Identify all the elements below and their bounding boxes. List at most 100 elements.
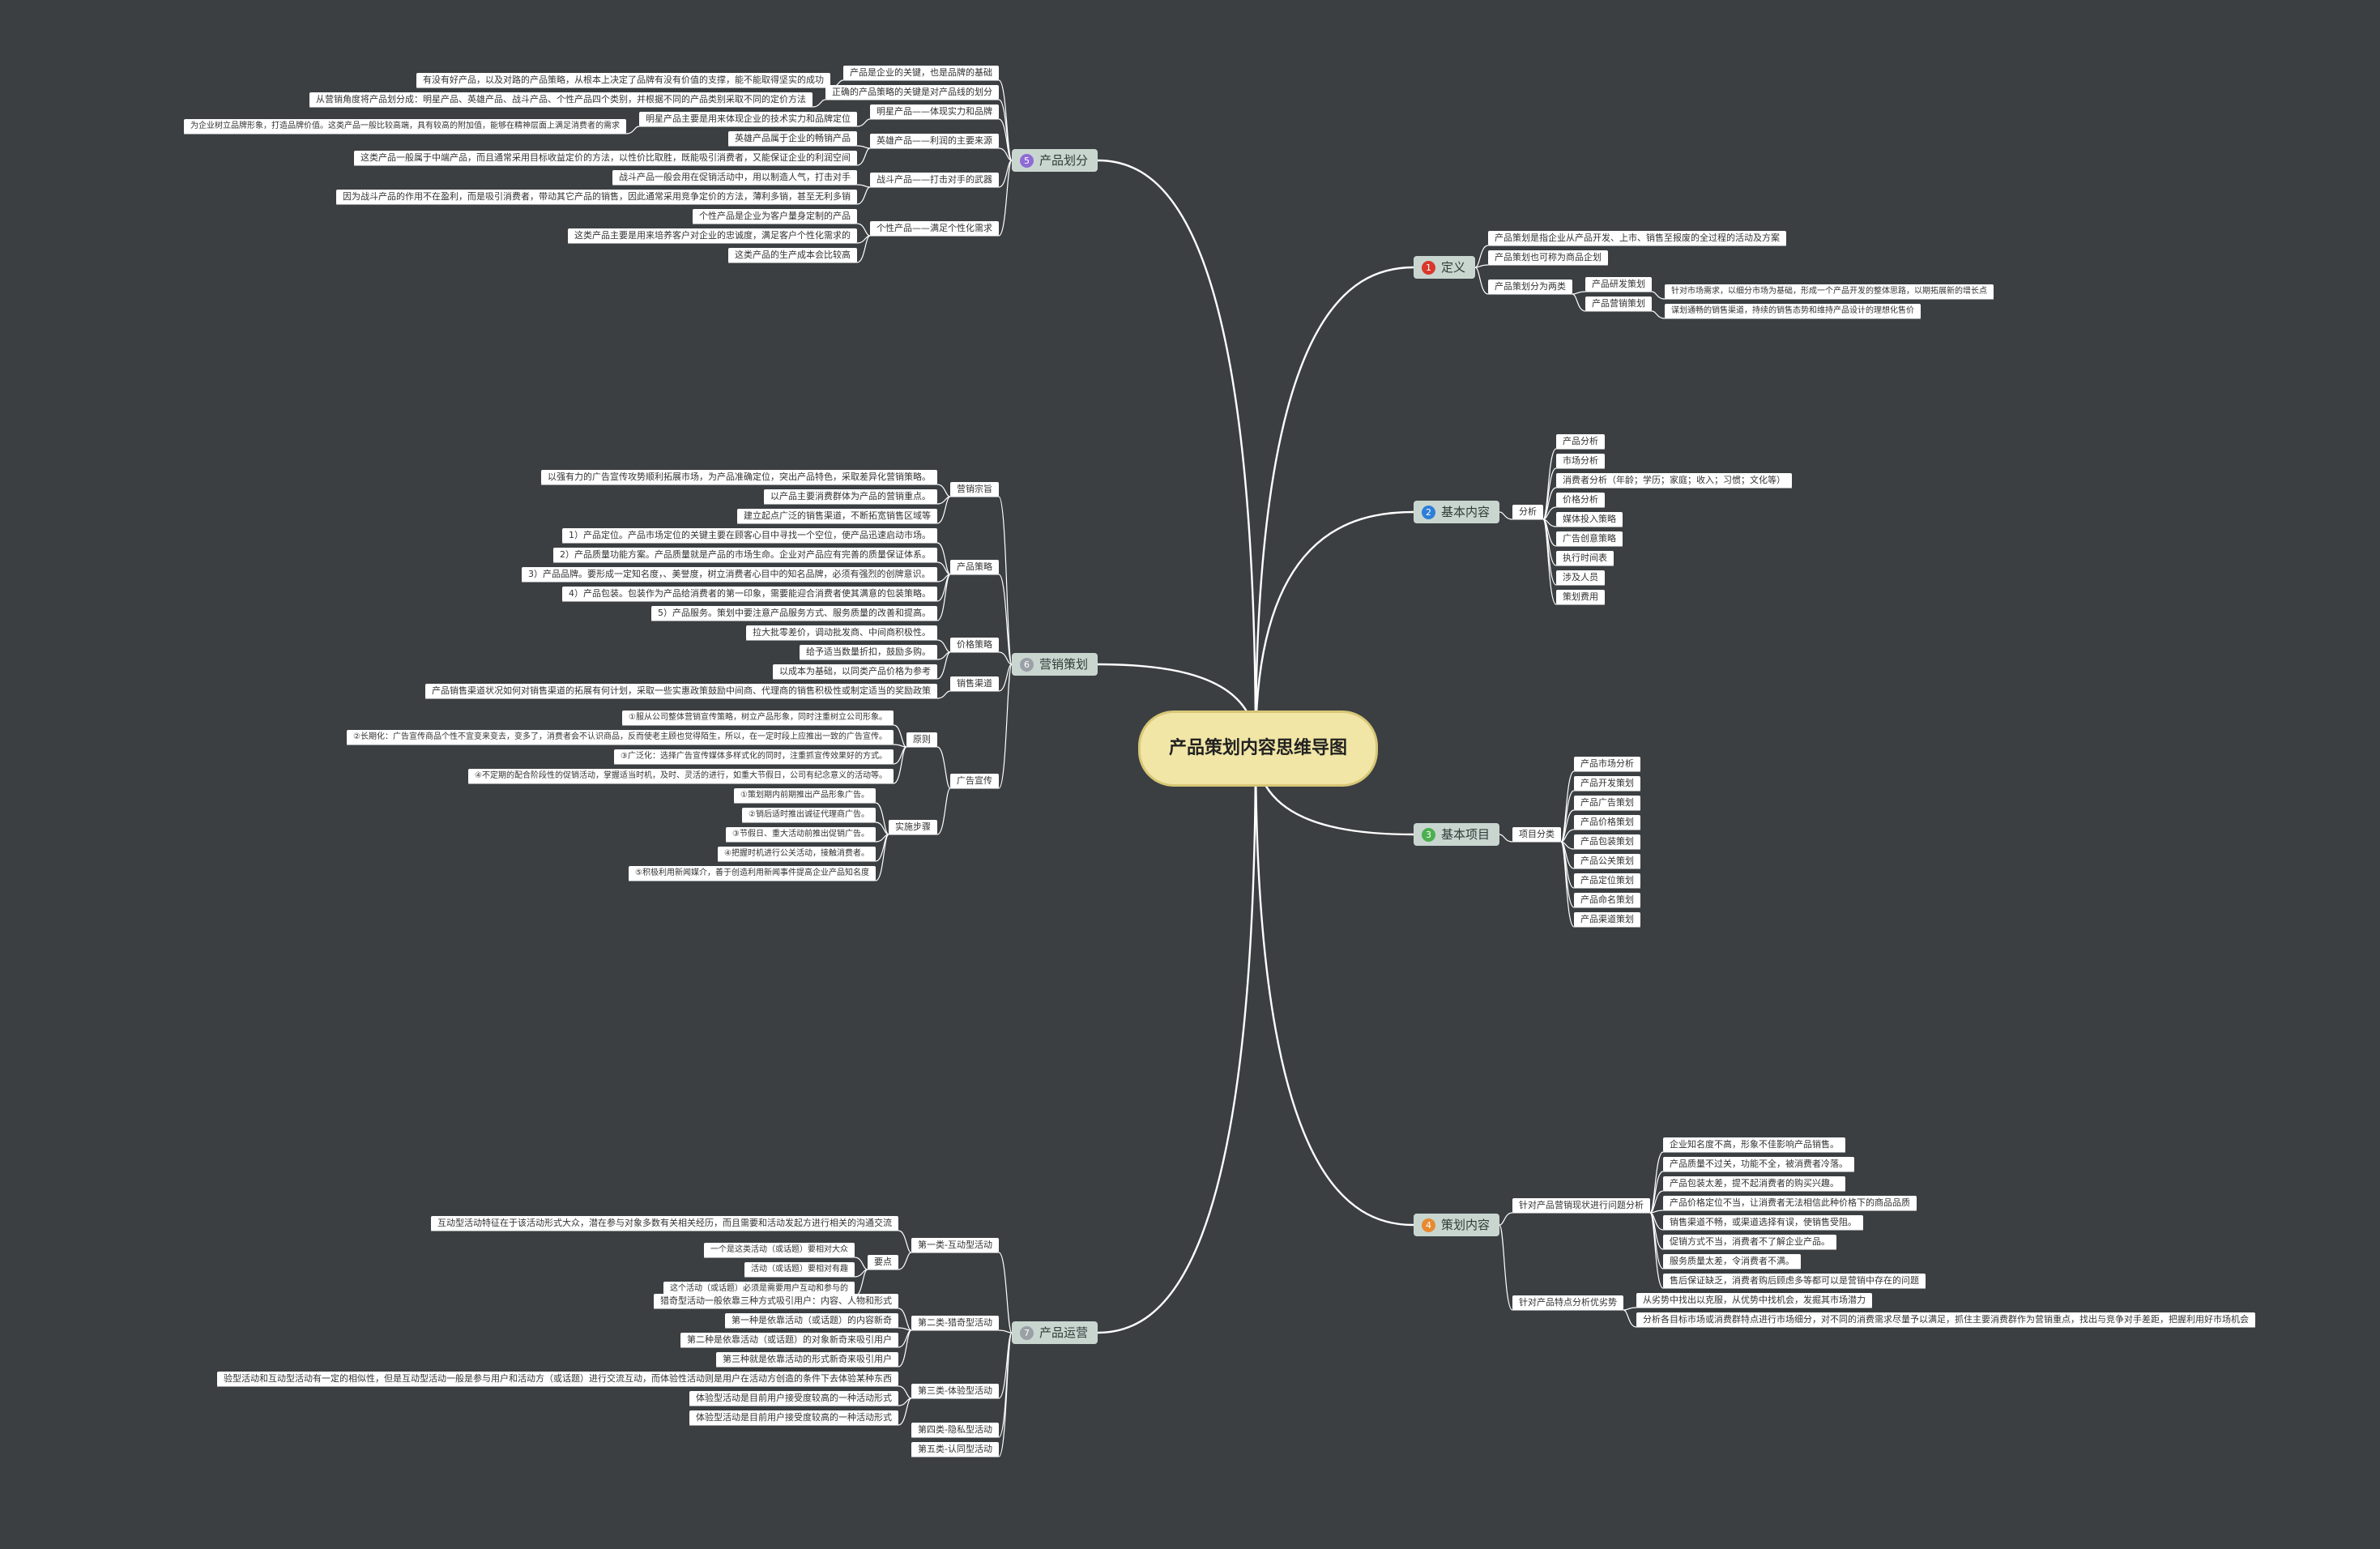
topic-node[interactable]: 战斗产品——打击对手的武器 [870,173,999,187]
topic-node[interactable]: 一个是这类活动（或话题）要相对大众 [704,1243,855,1257]
topic-node[interactable]: 这类产品一般属于中端产品，而且通常采用目标收益定价的方法，以性价比取胜，既能吸引… [354,151,857,165]
topic-node[interactable]: 产品策略 [950,560,999,574]
topic-node[interactable]: 英雄产品属于企业的畅销产品 [728,131,857,146]
topic-node[interactable]: 产品研发策划 [1585,277,1652,292]
topic-node[interactable]: 分析 [1512,505,1543,519]
topic-node[interactable]: 针对市场需求，以细分市场为基础，形成一个产品开发的整体思路，以期拓展新的增长点 [1665,284,1994,299]
topic-node[interactable]: 项目分类 [1512,827,1561,842]
topic-node[interactable]: ①策划期内前期推出产品形象广告。 [734,788,876,803]
topic-node[interactable]: 产品是企业的关键，也是品牌的基础 [843,66,999,80]
topic-node[interactable]: 英雄产品——利润的主要来源 [870,134,999,148]
topic-node[interactable]: 2）产品质量功能方案。产品质量就是产品的市场生命。企业对产品应有完善的质量保证体… [553,548,937,562]
topic-node[interactable]: 广告宣传 [950,774,999,788]
topic-node[interactable]: 正确的产品策略的关键是对产品线的划分 [825,85,999,100]
topic-node[interactable]: 第三类-体验型活动 [911,1384,999,1398]
topic-node[interactable]: 企业知名度不高，形象不佳影响产品销售。 [1663,1137,1845,1152]
topic-node[interactable]: 互动型活动特征在于该活动形式大众，潜在参与对象多数有关相关经历，而且需要和活动发… [431,1216,898,1231]
topic-node[interactable]: 涉及人员 [1556,570,1605,585]
topic-node[interactable]: 第三种就是依靠活动的形式新奇来吸引用户 [716,1352,898,1367]
topic-node[interactable]: ④不定期的配合阶段性的促销活动，掌握适当时机，及时、灵活的进行，如重大节假日，公… [468,769,894,783]
topic-node[interactable]: 个性产品——满足个性化需求 [870,221,999,236]
topic-node[interactable]: 产品策划分为两类 [1488,280,1572,294]
topic-node[interactable]: 给予适当数量折扣，鼓励多购。 [800,645,937,659]
topic-node[interactable]: 谋划通畅的销售渠道，持续的销售态势和维持产品设计的理想化售价 [1665,304,1921,318]
topic-node[interactable]: 针对产品营销现状进行问题分析 [1512,1198,1650,1213]
topic-node[interactable]: ②长期化：广告宣传商品个性不宜变来变去，变多了，消费者会不认识商品，反而使老主顾… [347,730,894,745]
topic-node[interactable]: ①服从公司整体营销宣传策略，树立产品形象，同时注重树立公司形象。 [622,710,894,725]
topic-node[interactable]: 明星产品——体现实力和品牌 [870,105,999,119]
topic-node[interactable]: 策划费用 [1556,590,1605,604]
topic-node[interactable]: 建立起点广泛的销售渠道，不断拓宽销售区域等 [737,509,937,523]
topic-node[interactable]: 体验型活动是目前用户接受度较高的一种活动形式 [689,1410,898,1425]
topic-node[interactable]: 服务质量太差，令消费者不满。 [1663,1254,1801,1269]
topic-node[interactable]: 产品渠道策划 [1574,912,1640,927]
topic-node[interactable]: 市场分析 [1556,454,1605,468]
topic-node[interactable]: 要点 [868,1255,898,1269]
topic-node[interactable]: 1）产品定位。产品市场定位的关键主要在顾客心目中寻找一个空位，使产品迅速启动市场… [562,528,937,543]
topic-node[interactable]: 产品广告策划 [1574,796,1640,810]
topic-node[interactable]: 第一类-互动型活动 [911,1238,999,1252]
topic-node[interactable]: 从营销角度将产品划分成：明星产品、英雄产品、战斗产品、个性产品四个类别，并根据不… [309,92,813,107]
central-topic[interactable]: 产品策划内容思维导图 [1138,710,1378,787]
topic-node[interactable]: 媒体投入策略 [1556,512,1623,527]
topic-node[interactable]: 实施步骤 [889,820,937,834]
topic-node[interactable]: 有没有好产品，以及对路的产品策略，从根本上决定了品牌有没有价值的支撑，能不能取得… [416,73,830,87]
topic-node[interactable]: 产品包装策划 [1574,834,1640,849]
topic-node[interactable]: 5）产品服务。策划中要注意产品服务方式、服务质量的改善和提高。 [651,606,937,621]
topic-node[interactable]: 活动（或话题）要相对有趣 [744,1262,855,1277]
topic-node[interactable]: 广告创意策略 [1556,531,1623,546]
topic-node[interactable]: 产品定位策划 [1574,873,1640,888]
topic-node[interactable]: 第二类-猎奇型活动 [911,1316,999,1330]
topic-node[interactable]: 价格分析 [1556,493,1605,507]
topic-node[interactable]: 以产品主要消费群体为产品的营销重点。 [764,489,937,504]
topic-node[interactable]: ③广泛化：选择广告宣传媒体多样式化的同时，注重抓宣传效果好的方式。 [614,749,894,764]
topic-node[interactable]: 战斗产品一般会用在促销活动中，用以制造人气，打击对手 [612,170,857,185]
topic-node[interactable]: 以成本为基础，以同类产品价格为参考 [773,664,937,679]
topic-node[interactable]: ⑤积极利用新闻媒介，善于创造利用新闻事件提高企业产品知名度 [629,866,876,881]
topic-node[interactable]: 产品价格定位不当，让消费者无法相信此种价格下的商品品质 [1663,1196,1917,1210]
topic-node[interactable]: ②销后适时推出诚征代理商广告。 [742,808,876,822]
topic-node[interactable]: 分析各目标市场或消费群特点进行市场细分，对不同的消费需求尽量予以满足，抓住主要消… [1636,1312,2255,1327]
topic-node[interactable]: 产品包装太差，提不起消费者的购买兴趣。 [1663,1176,1845,1191]
topic-node[interactable]: 明星产品主要是用来体现企业的技术实力和品牌定位 [639,112,857,126]
topic-node[interactable]: 为企业树立品牌形象，打造品牌价值。这类产品一般比较高端，具有较高的附加值，能够在… [184,119,626,134]
topic-node[interactable]: 产品质量不过关，功能不全，被消费者冷落。 [1663,1157,1854,1171]
topic-node[interactable]: 销售渠道 [950,676,999,691]
topic-node[interactable]: 产品策划是指企业从产品开发、上市、销售至报废的全过程的活动及方案 [1488,231,1786,245]
topic-node[interactable]: 针对产品特点分析优劣势 [1512,1295,1623,1310]
topic-node[interactable]: 4）产品包装。包装作为产品给消费者的第一印象，需要能迎合消费者使其满意的包装策略… [562,587,937,601]
topic-node[interactable]: 拉大批零差价，调动批发商、中间商积极性。 [746,625,937,640]
topic-node[interactable]: 验型活动和互动型活动有一定的相似性，但是互动型活动一般是参与用户和活动方（或话题… [217,1372,898,1386]
topic-node[interactable]: 产品公关策划 [1574,854,1640,868]
topic-node[interactable]: 体验型活动是目前用户接受度较高的一种活动形式 [689,1391,898,1406]
topic-node[interactable]: ③节假日、重大活动前推出促销广告。 [726,827,876,842]
topic-node[interactable]: 个性产品是企业为客户量身定制的产品 [693,209,857,224]
topic-node[interactable]: 第二种是依靠活动（或话题）的对象新奇来吸引用户 [680,1333,898,1347]
topic-node[interactable]: 售后保证缺乏，消费者购后顾虑多等都可以是营销中存在的问题 [1663,1274,1926,1288]
topic-node[interactable]: 第四类-隐私型活动 [911,1423,999,1437]
topic-node[interactable]: 猎奇型活动一般依靠三种方式吸引用户：内容、人物和形式 [654,1294,898,1308]
topic-node[interactable]: 这类产品的生产成本会比较高 [728,248,857,262]
topic-node[interactable]: 价格策略 [950,638,999,652]
topic-node[interactable]: 促销方式不当，消费者不了解企业产品。 [1663,1235,1836,1249]
topic-node[interactable]: 因为战斗产品的作用不在盈利，而是吸引消费者，带动其它产品的销售，因此通常采用竞争… [336,190,857,204]
topic-node[interactable]: 3）产品品牌。要形成一定知名度，、美誉度，树立消费者心目中的知名品牌，必须有强烈… [522,567,937,582]
topic-node[interactable]: 产品营销策划 [1585,297,1652,311]
topic-node[interactable]: 营销宗旨 [950,482,999,497]
topic-node[interactable]: 产品开发策划 [1574,776,1640,791]
topic-node[interactable]: 从劣势中找出以克服，从优势中找机会，发掘其市场潜力 [1636,1293,1872,1308]
topic-node[interactable]: 以强有力的广告宣传攻势顺利拓展市场，为产品准确定位，突出产品特色，采取差异化营销… [541,470,937,484]
topic-node[interactable]: 产品分析 [1556,434,1605,449]
topic-node[interactable]: 执行时间表 [1556,551,1614,565]
topic-node[interactable]: 销售渠道不畅，或渠道选择有误，使销售受阻。 [1663,1215,1863,1230]
topic-node[interactable]: 产品策划也可称为商品企划 [1488,250,1608,265]
topic-node[interactable]: 原则 [906,732,937,747]
topic-node[interactable]: 消费者分析（年龄；学历；家庭；收入；习惯；文化等） [1556,473,1792,488]
topic-node[interactable]: 第一种是依靠活动（或话题）的内容新奇 [725,1313,898,1328]
